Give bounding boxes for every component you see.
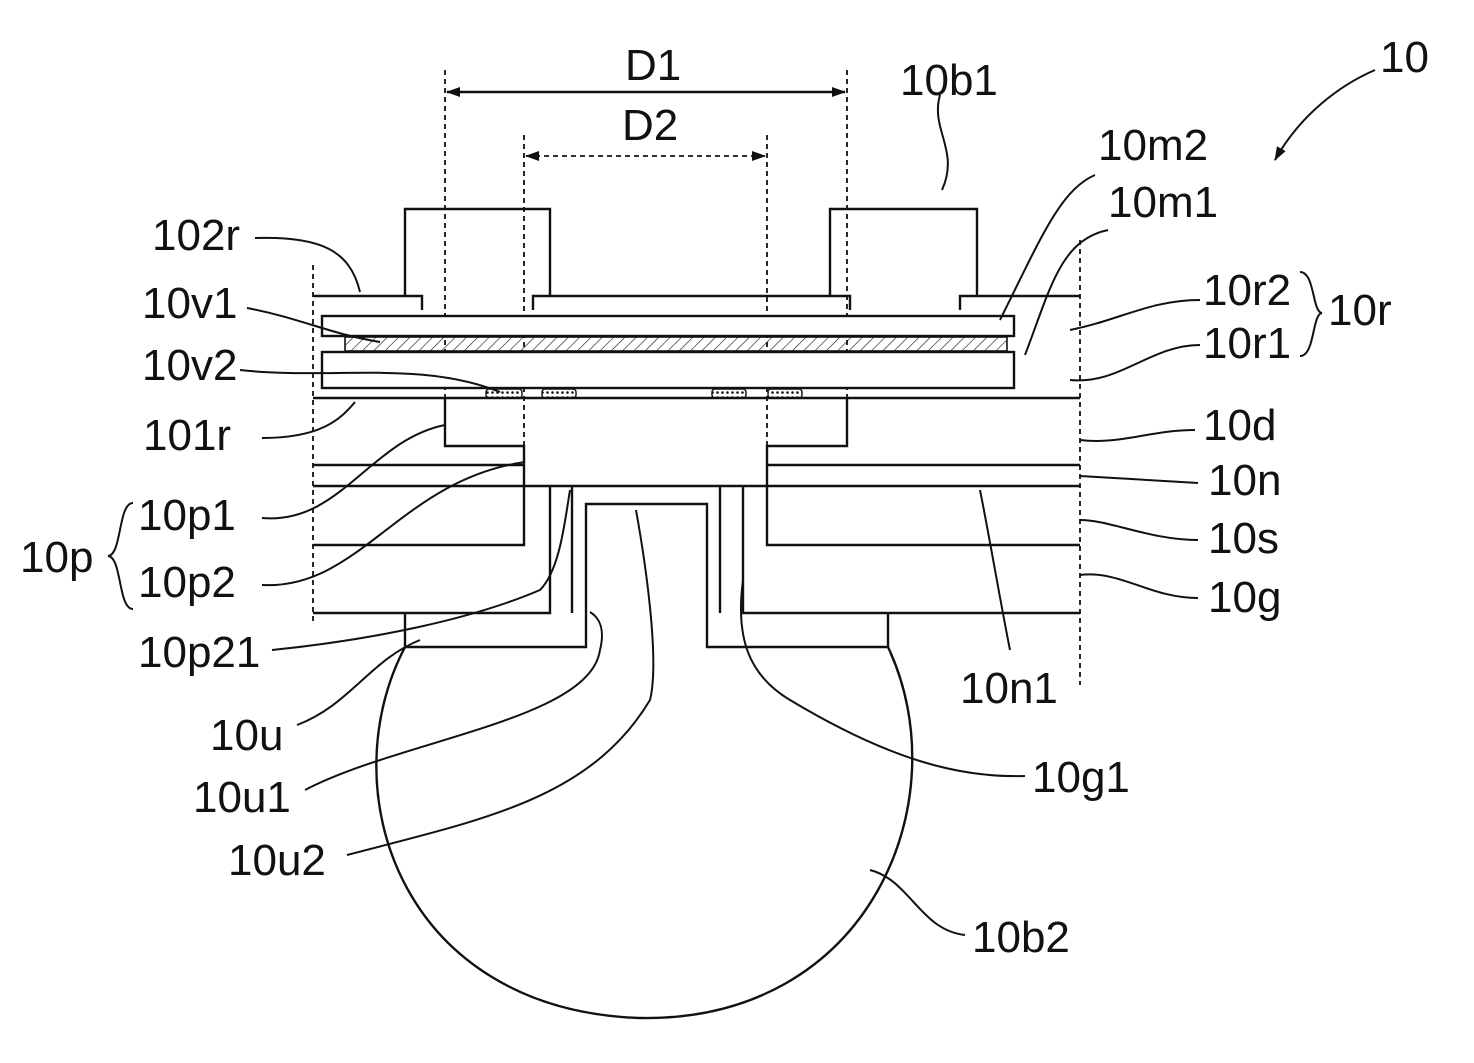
leader-10n1 [980,490,1010,650]
label-10g: 10g [1208,573,1281,622]
label-10v2: 10v2 [142,341,237,390]
label-d2: D2 [622,101,678,150]
solder-ball-10b2 [376,647,912,1018]
reference-10-arrow [1275,70,1375,160]
pillar-part-10p1-right [767,398,847,465]
brace-10p [108,503,133,609]
metal-layer-10m2 [322,316,1014,336]
leader-10m1 [1025,230,1108,355]
label-10g1: 10g1 [1032,753,1130,802]
label-10u2: 10u2 [228,836,326,885]
label-10b2: 10b2 [972,913,1070,962]
metal-layer-10m1 [322,352,1014,388]
leader-101r [262,402,355,438]
leader-10u2 [347,510,653,855]
label-10m1: 10m1 [1108,178,1218,227]
pillar-part-10p1-left [445,398,524,465]
layer-102r-left [313,296,422,310]
label-101r: 101r [143,411,231,460]
label-10d: 10d [1203,401,1276,450]
leader-10p1 [262,425,445,518]
leader-10d [1080,430,1195,441]
leader-10g [1080,574,1198,598]
via-pad-10v2-3 [712,389,746,398]
layer-102r-right [960,296,1080,310]
label-10r2: 10r2 [1203,266,1291,315]
leader-10p2 [262,462,525,585]
label-10p2: 10p2 [138,558,236,607]
label-10r1: 10r1 [1203,319,1291,368]
label-10b1: 10b1 [900,56,998,105]
via-pad-10v2-4 [768,389,802,398]
label-10n: 10n [1208,456,1281,505]
label-10n1: 10n1 [960,664,1058,713]
label-10p21: 10p21 [138,628,260,677]
label-10p: 10p [20,533,93,582]
leader-10u1 [305,612,602,790]
leader-10p21 [272,490,570,650]
right-upper-bump-10b1 [830,209,977,296]
label-10u1: 10u1 [193,773,291,822]
via-pad-10v2-1 [486,389,522,398]
left-upper-bump [405,209,550,296]
pillar-part-10p2-right [767,465,1080,545]
label-10v1: 10v1 [142,279,237,328]
label-10: 10 [1380,33,1429,82]
label-10m2: 10m2 [1098,121,1208,170]
via-layer-10v1 [345,337,1007,351]
label-10p1: 10p1 [138,491,236,540]
label-10r: 10r [1328,286,1392,335]
brace-10r [1300,272,1322,356]
leader-10s [1080,520,1198,540]
via-pad-10v2-2 [542,389,576,398]
label-d1: D1 [625,41,681,90]
layer-102r-center [533,296,850,310]
leader-10r1 [1070,345,1200,380]
substrate-10g-right [743,486,1080,613]
label-10u: 10u [210,711,283,760]
leader-10b1 [938,95,948,190]
pillar-part-10p2-left [313,465,524,545]
substrate-10g-left [313,486,550,613]
leader-10r2 [1070,300,1200,330]
leader-102r [255,238,360,292]
label-10s: 10s [1208,514,1279,563]
leader-10n [1080,476,1198,483]
label-102r: 102r [152,211,240,260]
